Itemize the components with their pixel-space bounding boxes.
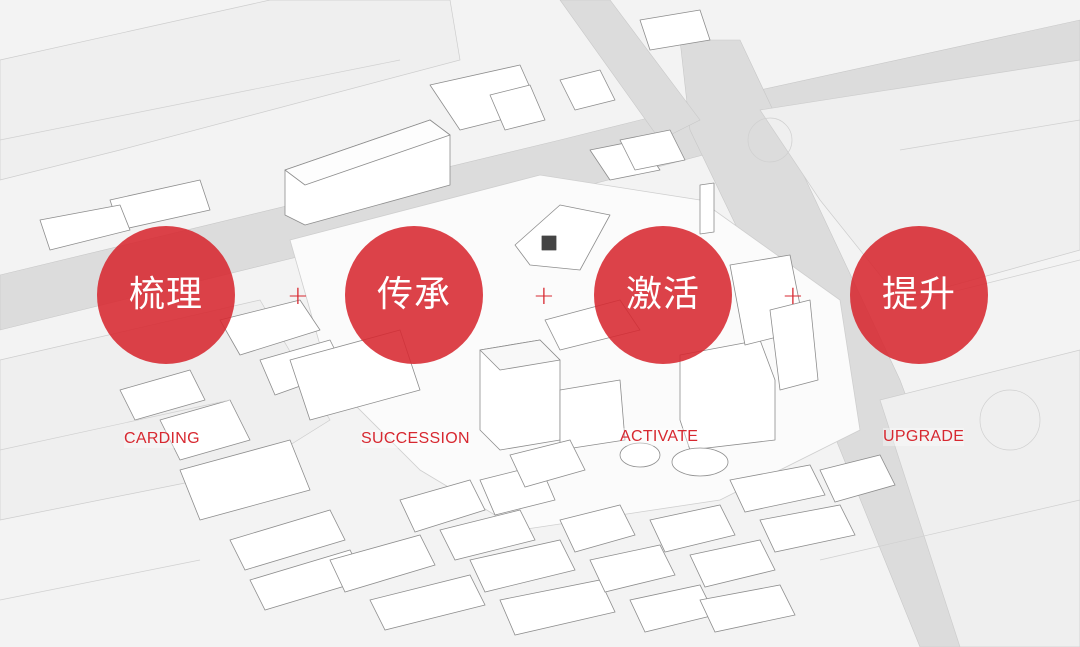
step-title-zh: 激活	[625, 274, 700, 315]
step-circle: 提升	[850, 226, 988, 364]
step-title-en: CARDING	[124, 430, 200, 448]
step-circle: 激活	[594, 226, 732, 364]
step-title-en: SUCCESSION	[361, 430, 470, 448]
step-title-en: UPGRADE	[883, 428, 965, 446]
step-title-zh: 提升	[881, 274, 956, 315]
plus-connector: +	[782, 281, 804, 311]
plus-connector: +	[533, 281, 555, 311]
step-title-en: ACTIVATE	[620, 428, 699, 446]
plus-connector: +	[287, 281, 309, 311]
step-circle: 传承	[345, 226, 483, 364]
step-circle: 梳理	[97, 226, 235, 364]
step-title-zh: 传承	[376, 274, 451, 315]
step-title-zh: 梳理	[128, 274, 203, 315]
